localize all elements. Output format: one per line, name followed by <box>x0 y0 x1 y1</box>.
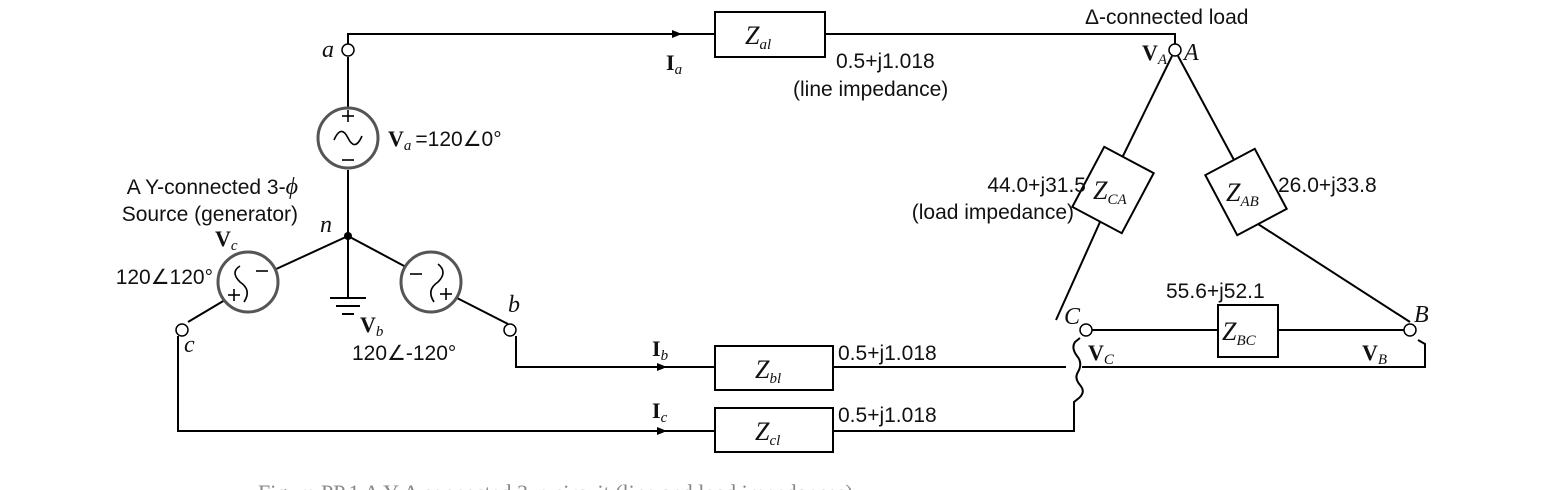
terminal-B <box>1403 323 1417 337</box>
sine-wave-icon <box>430 263 444 303</box>
z-label-ca: ZCA <box>1093 176 1127 208</box>
terminal-a <box>341 43 355 57</box>
z-label-cl: Zcl <box>755 417 780 449</box>
delta-load-title: Δ-connected load <box>1085 6 1248 29</box>
current-arrow-icon <box>672 30 682 38</box>
va-node-voltage: VA <box>1142 40 1168 68</box>
load-impedance-bc-value: 55.6+j52.1 <box>1166 280 1265 303</box>
vc-node-voltage: VC <box>1088 340 1115 368</box>
neutral-junction-dot <box>344 232 352 240</box>
current-label-ic: Ic <box>652 398 668 426</box>
sine-wave-icon <box>333 130 363 146</box>
current-label-ib: Ib <box>652 336 669 364</box>
load-impedance-ab-value: 26.0+j33.8 <box>1278 174 1377 197</box>
vb-value: 120∠-120° <box>352 342 456 365</box>
wire-a-to-zca <box>1121 55 1173 159</box>
vc-symbol: Vc <box>215 226 238 254</box>
current-arrow-icon <box>657 427 667 435</box>
va-label: Va=120∠0° <box>388 126 502 154</box>
terminal-C <box>1079 323 1093 337</box>
source-vc <box>216 250 280 314</box>
load-impedance-zca <box>1070 145 1156 235</box>
wire-n-to-vb <box>347 235 407 268</box>
node-label-B: B <box>1414 302 1429 328</box>
wire-phase-c <box>177 336 1084 432</box>
wire-a-to-zab <box>1177 55 1235 161</box>
node-label-A: A <box>1182 40 1199 66</box>
line-impedance-b-value: 0.5+j1.018 <box>838 342 937 365</box>
figure-caption: Figure PP.1 A Y-Δ connected 3-φ circuit … <box>258 480 853 490</box>
load-impedance-zab <box>1203 147 1289 237</box>
line-impedance-zb <box>714 345 834 391</box>
wire-zca-to-c <box>1055 221 1101 321</box>
z-label-al: Zal <box>745 21 771 53</box>
terminal-c <box>175 323 189 337</box>
terminal-A <box>1168 43 1182 57</box>
vb-symbol: Vb <box>360 312 384 340</box>
sine-wave-icon <box>234 265 248 303</box>
node-label-n: n <box>320 212 332 238</box>
wire-zab-to-b <box>1257 223 1411 323</box>
line-impedance-a-value: 0.5+j1.018 <box>836 50 935 73</box>
line-impedance-c-value: 0.5+j1.018 <box>838 404 937 427</box>
terminal-b <box>503 323 517 337</box>
ac-source-icon <box>216 250 280 314</box>
load-impedance-ca-value: 44.0+j31.5 <box>987 174 1086 197</box>
vb-node-voltage: VB <box>1362 340 1387 368</box>
ground-icon <box>330 297 366 315</box>
z-label-bl: Zbl <box>755 355 781 387</box>
source-vb <box>399 250 463 314</box>
current-arrow-icon <box>657 363 667 371</box>
vc-value: 120∠120° <box>116 266 213 289</box>
wire-vb-to-b <box>456 297 509 325</box>
line-impedance-zc <box>714 407 834 453</box>
source-description-line2: Source (generator) <box>122 203 298 226</box>
source-description-line1: A Y-connected 3-ϕ <box>127 174 298 200</box>
node-label-C: C <box>1064 304 1081 330</box>
node-label-c: c <box>184 332 195 358</box>
wire-n-to-vc <box>273 235 349 271</box>
node-label-a: a <box>322 37 334 63</box>
load-impedance-zbc <box>1217 304 1279 358</box>
z-label-bc: ZBC <box>1222 317 1257 349</box>
z-label-ab: ZAB <box>1226 178 1259 210</box>
load-impedance-note: (load impedance) <box>912 201 1074 224</box>
source-va <box>316 106 380 170</box>
wire-vc-to-c <box>187 299 226 323</box>
wire-phase-b <box>515 336 1426 368</box>
node-label-b: b <box>508 292 520 318</box>
ac-source-icon <box>399 250 463 314</box>
line-impedance-note: (line impedance) <box>793 78 948 101</box>
current-label-ia: Ia <box>666 50 682 78</box>
line-impedance-za <box>714 11 826 58</box>
